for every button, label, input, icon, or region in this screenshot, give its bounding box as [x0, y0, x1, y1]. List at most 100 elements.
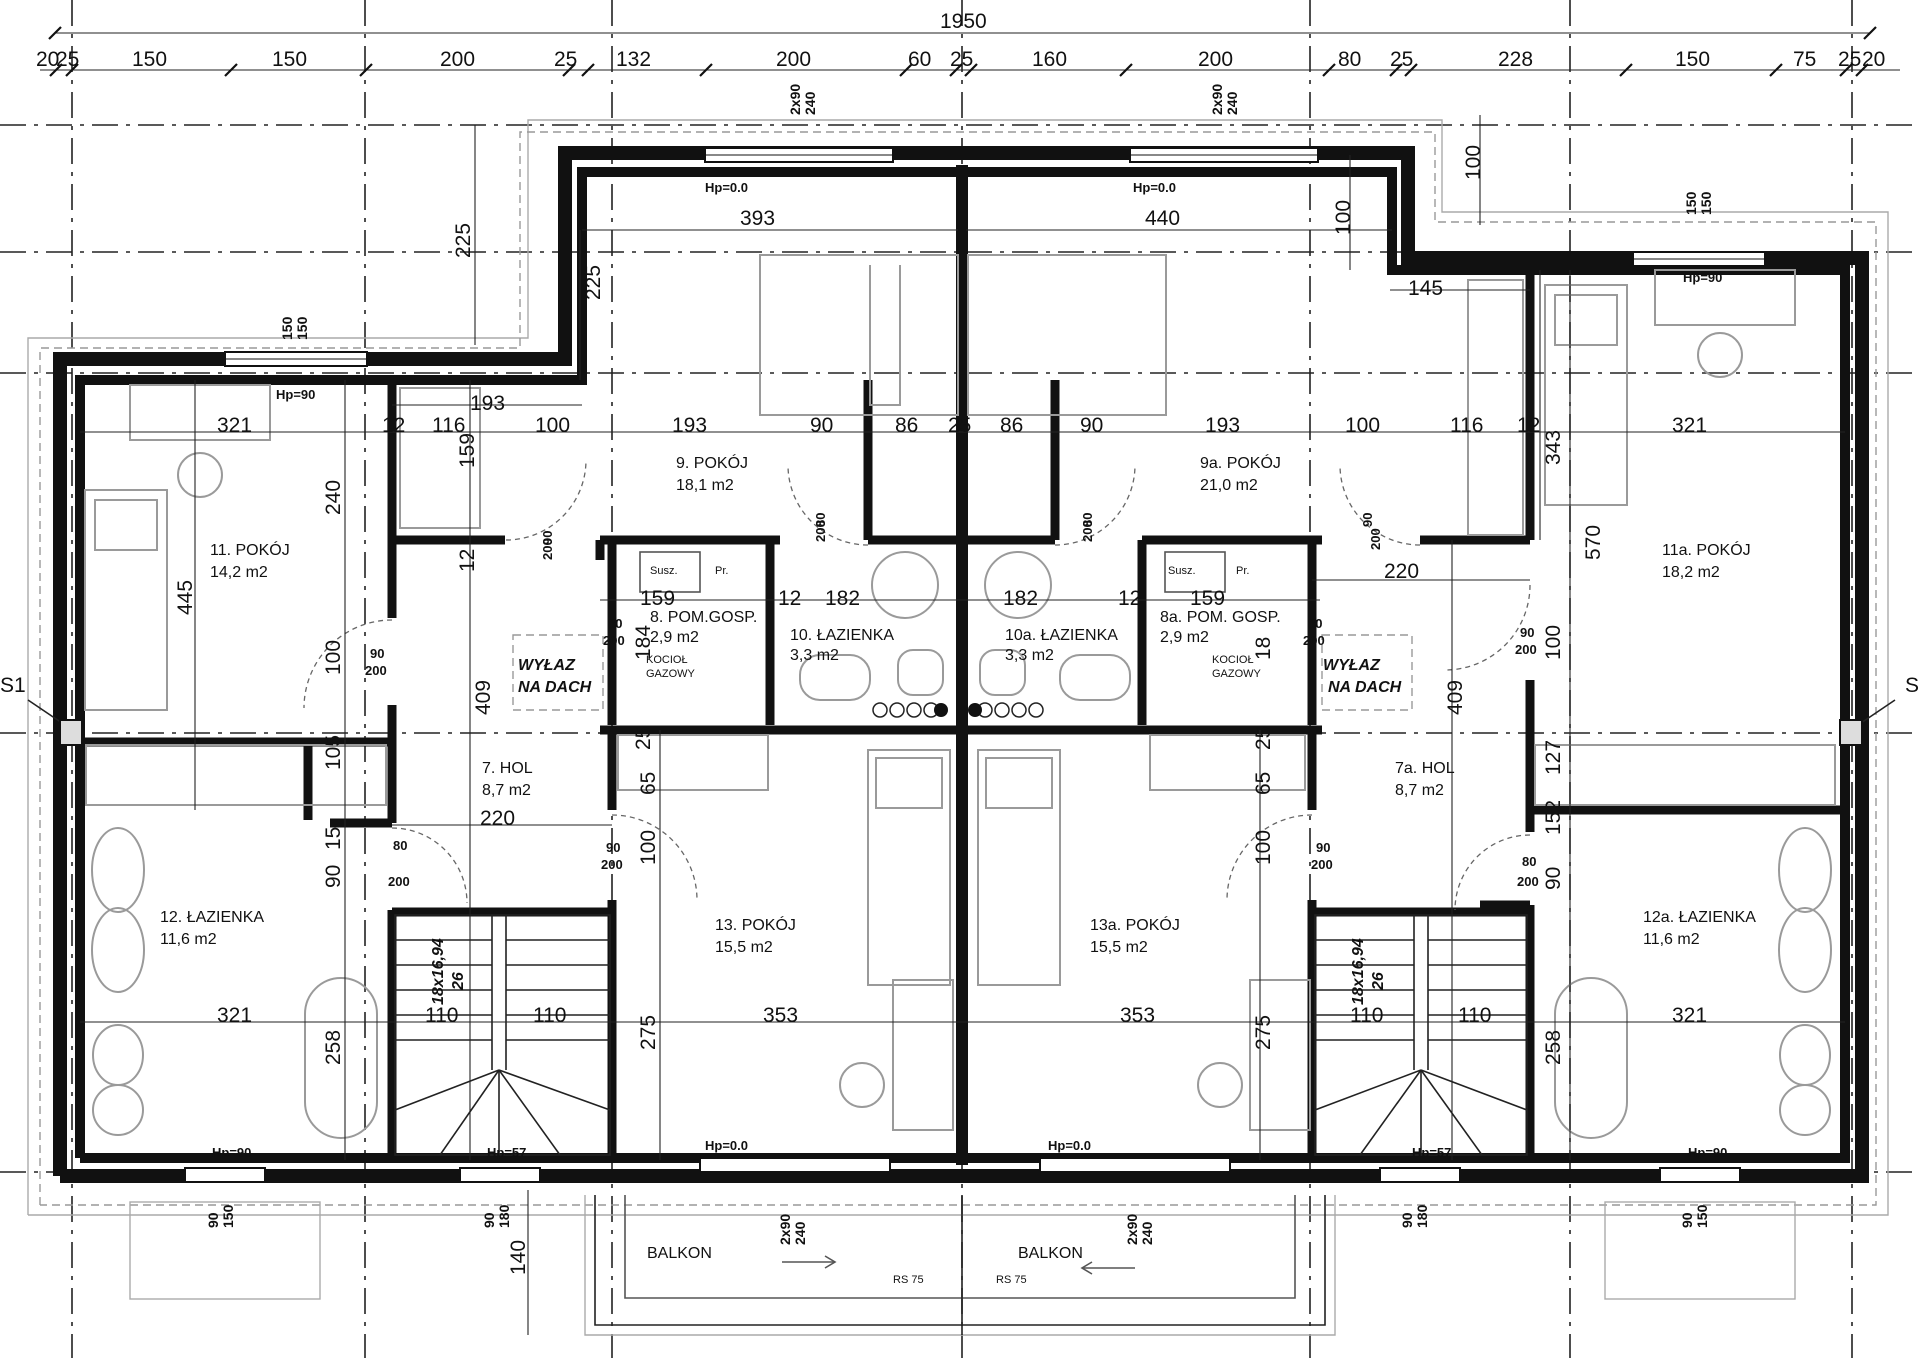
dim-86-b: 86: [1000, 414, 1023, 437]
dim-90-a: 90: [810, 414, 833, 437]
inner-dimension-texts: 393 440 145 193 321 12 116 100 193 90 86…: [217, 207, 1707, 1027]
stairs-left: [394, 914, 611, 1156]
room-11a-name: 11a. POKÓJ: [1662, 540, 1751, 559]
dtag-200-a: 200: [540, 538, 555, 560]
dim-110-d: 110: [1458, 1004, 1491, 1027]
top-dim-15: 150: [1675, 48, 1710, 71]
window-tags: 2x90 240 2x90 240 150 150 150 150 90 150…: [205, 84, 1714, 1245]
dim-225-a: 225: [452, 223, 475, 258]
wtag-240-b: 240: [1224, 91, 1240, 115]
dtag-90-e: 90: [606, 840, 620, 855]
dim-110-b: 110: [533, 1004, 566, 1027]
dim-127: 127: [1542, 740, 1565, 775]
dim-15-a: 15: [322, 827, 345, 850]
dim-65-b: 65: [1252, 772, 1275, 795]
room-9-name: 9. POKÓJ: [676, 453, 748, 472]
dtag-80-c: 80: [608, 616, 622, 631]
wtag-150-a: 150: [279, 316, 295, 340]
wtag-150-c: 150: [1683, 191, 1699, 215]
hp00-b: Hp=0.0: [1133, 180, 1176, 195]
roof-outline: [27, 119, 1889, 1216]
dim-440: 440: [1145, 207, 1180, 230]
wtag-2x90-d: 2x90: [1124, 1214, 1140, 1245]
top-dim-13: 25: [1390, 48, 1413, 71]
room-labels: 11. POKÓJ 14,2 m2 9. POKÓJ 18,1 m2 9a. P…: [160, 453, 1756, 956]
balkon-b: BALKON: [1018, 1245, 1083, 1262]
wtag-240-a: 240: [802, 91, 818, 115]
room-13-name: 13. POKÓJ: [715, 915, 796, 934]
dtag-90-b: 90: [1360, 513, 1375, 527]
room-11-area: 14,2 m2: [210, 564, 268, 581]
dim-100-f: 100: [637, 830, 660, 865]
dtag-80-b: 80: [1080, 513, 1095, 527]
furniture: [84, 254, 1836, 1139]
top-dim-3: 150: [272, 48, 307, 71]
top-dim-17: 25: [1838, 48, 1861, 71]
dim-100-b: 100: [1345, 414, 1380, 437]
door-tags: 90 200 80 200 80 200 90 200 80 200 80 20…: [365, 513, 1539, 889]
dim-353-b: 353: [1120, 1004, 1155, 1027]
top-dim-6: 132: [616, 48, 651, 71]
wtag-180-b: 180: [1414, 1204, 1430, 1228]
dim-159-a: 159: [640, 587, 675, 610]
rs75-b: RS 75: [996, 1274, 1027, 1286]
room-13a-area: 15,5 m2: [1090, 939, 1148, 956]
room-10a-name: 10a. ŁAZIENKA: [1005, 627, 1118, 644]
dim-12-d: 12: [1118, 587, 1141, 610]
dtag-90-a: 90: [540, 531, 555, 545]
top-dim-7: 200: [776, 48, 811, 71]
dim-152: 152: [1542, 800, 1565, 835]
overall-dim: 1950: [940, 10, 987, 33]
top-dim-1: 25: [56, 48, 79, 71]
balkon-a: BALKON: [647, 1245, 712, 1262]
dtag-200-k: 200: [1311, 857, 1333, 872]
dtag-200-h: 200: [1515, 642, 1537, 657]
wtag-90-a: 90: [205, 1212, 221, 1228]
dim-90-b: 90: [1080, 414, 1103, 437]
wtag-150-f: 150: [1694, 1204, 1710, 1228]
dim-321-a: 321: [217, 414, 252, 437]
pr-label-a: Pr.: [715, 565, 728, 577]
dim-193-b: 193: [672, 414, 707, 437]
stairs-n-a: 26: [450, 972, 467, 991]
dim-353-a: 353: [763, 1004, 798, 1027]
top-dim-4: 200: [440, 48, 475, 71]
dtag-200-f: 200: [1303, 633, 1325, 648]
dim-220-a: 220: [480, 807, 515, 830]
dim-110-a: 110: [425, 1004, 458, 1027]
room-10-name: 10. ŁAZIENKA: [790, 627, 894, 644]
wtag-90-b: 90: [481, 1212, 497, 1228]
stairs-right: [1314, 914, 1528, 1156]
rs75-a: RS 75: [893, 1274, 924, 1286]
wtag-150-d: 150: [1698, 191, 1714, 215]
top-dim-18: 20: [1862, 48, 1885, 71]
dim-220-b: 220: [1384, 560, 1419, 583]
pr-label-b: Pr.: [1236, 565, 1249, 577]
dim-275-a: 275: [637, 1015, 660, 1050]
dim-86-a: 86: [895, 414, 918, 437]
dim-225-b: 225: [582, 265, 605, 300]
room-12-name: 12. ŁAZIENKA: [160, 909, 264, 926]
dim-409-a: 409: [472, 680, 495, 715]
dim-65-a: 65: [637, 772, 660, 795]
top-dim-5: 25: [554, 48, 577, 71]
axis-label-right: S: [1905, 674, 1919, 697]
dim-258-b: 258: [1542, 1030, 1565, 1065]
wtag-90-c: 90: [1399, 1212, 1415, 1228]
hp57-a: Hp=57: [487, 1145, 526, 1160]
dim-258-a: 258: [322, 1030, 345, 1065]
vertical-dimension-texts: 225 225 100 100 240 445 100 105 15 90 25…: [174, 145, 1605, 1275]
wtag-150-b: 150: [294, 316, 310, 340]
top-dim-10: 160: [1032, 48, 1067, 71]
room-7-area: 8,7 m2: [482, 782, 531, 799]
dim-321-d: 321: [1672, 1004, 1707, 1027]
room-11a-area: 18,2 m2: [1662, 564, 1720, 581]
dim-409-b: 409: [1444, 680, 1467, 715]
dim-145: 145: [1408, 277, 1443, 300]
dim-100-c: 100: [1332, 200, 1355, 235]
room-8-name: 8. POM.GOSP.: [650, 609, 757, 626]
dim-321-b: 321: [1672, 414, 1707, 437]
room-9a-name: 9a. POKÓJ: [1200, 453, 1281, 472]
dtag-200-g: 200: [365, 663, 387, 678]
